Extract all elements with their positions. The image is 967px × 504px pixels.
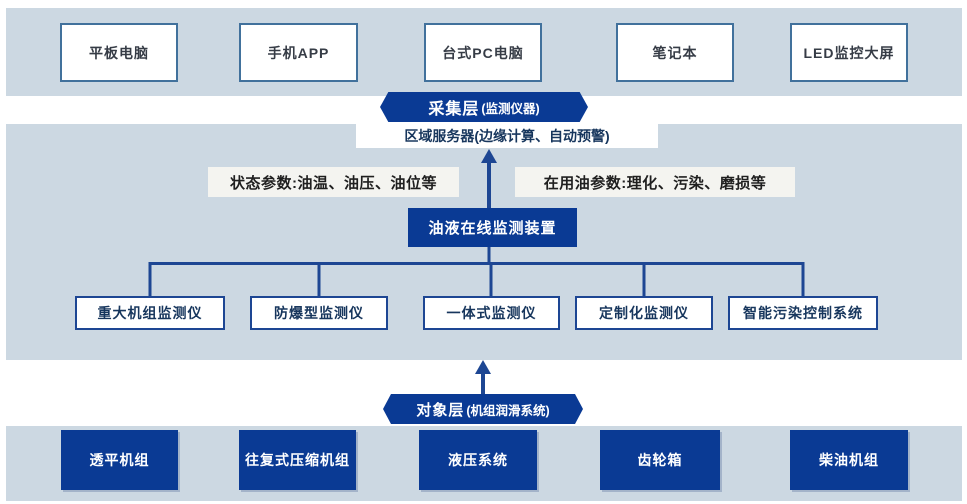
regional-server-box: 区域服务器(边缘计算、自动预警)	[356, 124, 658, 148]
collect-layer-title: 采集层	[428, 101, 480, 118]
regional-server-label: 区域服务器(边缘计算、自动预警)	[404, 128, 610, 144]
terminal-box-phone-app: 手机APP	[239, 23, 358, 82]
collect-layer-pill: 采集层(监测仪器)	[380, 92, 588, 122]
status-params-label: 状态参数:油温、油压、油位等	[208, 167, 459, 197]
monitor-label: 智能污染控制系统	[743, 305, 863, 321]
monitor-label: 一体式监测仪	[446, 305, 537, 321]
unit-box-gearbox: 齿轮箱	[600, 430, 720, 490]
terminal-box-tablet: 平板电脑	[60, 23, 178, 82]
terminal-label: 手机APP	[267, 44, 330, 61]
unit-label: 液压系统	[448, 452, 508, 468]
object-layer-title: 对象层	[416, 401, 465, 419]
collect-layer-subtitle: (监测仪器)	[481, 101, 540, 116]
monitor-box-explosion-proof: 防爆型监测仪	[250, 296, 388, 330]
terminal-box-led-screen: LED监控大屏	[790, 23, 908, 82]
object-layer-subtitle: (机组润滑系统)	[466, 403, 550, 418]
unit-box-diesel-engine: 柴油机组	[790, 430, 908, 490]
terminal-label: 平板电脑	[89, 44, 149, 61]
terminal-label: 笔记本	[652, 44, 698, 61]
monitor-label: 定制化监测仪	[599, 305, 689, 321]
unit-box-reciprocating-compressor: 往复式压缩机组	[239, 430, 356, 490]
object-layer-pill: 对象层(机组润滑系统)	[383, 394, 583, 424]
monitor-box-major-unit: 重大机组监测仪	[75, 296, 225, 330]
terminal-box-laptop: 笔记本	[616, 23, 734, 82]
unit-box-turbine: 透平机组	[61, 430, 178, 490]
monitor-label: 防爆型监测仪	[274, 305, 364, 321]
unit-box-hydraulic-system: 液压系统	[419, 430, 537, 490]
terminal-box-desktop-pc: 台式PC电脑	[424, 23, 542, 82]
unit-label: 往复式压缩机组	[245, 452, 350, 468]
online-monitor-device-box: 油液在线监测装置	[408, 208, 577, 247]
online-monitor-device-label: 油液在线监测装置	[428, 220, 557, 237]
unit-label: 齿轮箱	[637, 452, 683, 468]
monitor-box-customized: 定制化监测仪	[575, 296, 713, 330]
monitor-box-integrated: 一体式监测仪	[423, 296, 560, 330]
monitor-box-pollution-control: 智能污染控制系统	[728, 296, 878, 330]
unit-label: 透平机组	[89, 452, 150, 468]
terminal-label: 台式PC电脑	[442, 44, 524, 61]
unit-label: 柴油机组	[819, 452, 879, 468]
terminal-label: LED监控大屏	[803, 44, 895, 61]
monitor-label: 重大机组监测仪	[97, 305, 203, 321]
oil-params-label: 在用油参数:理化、污染、磨损等	[515, 167, 795, 197]
